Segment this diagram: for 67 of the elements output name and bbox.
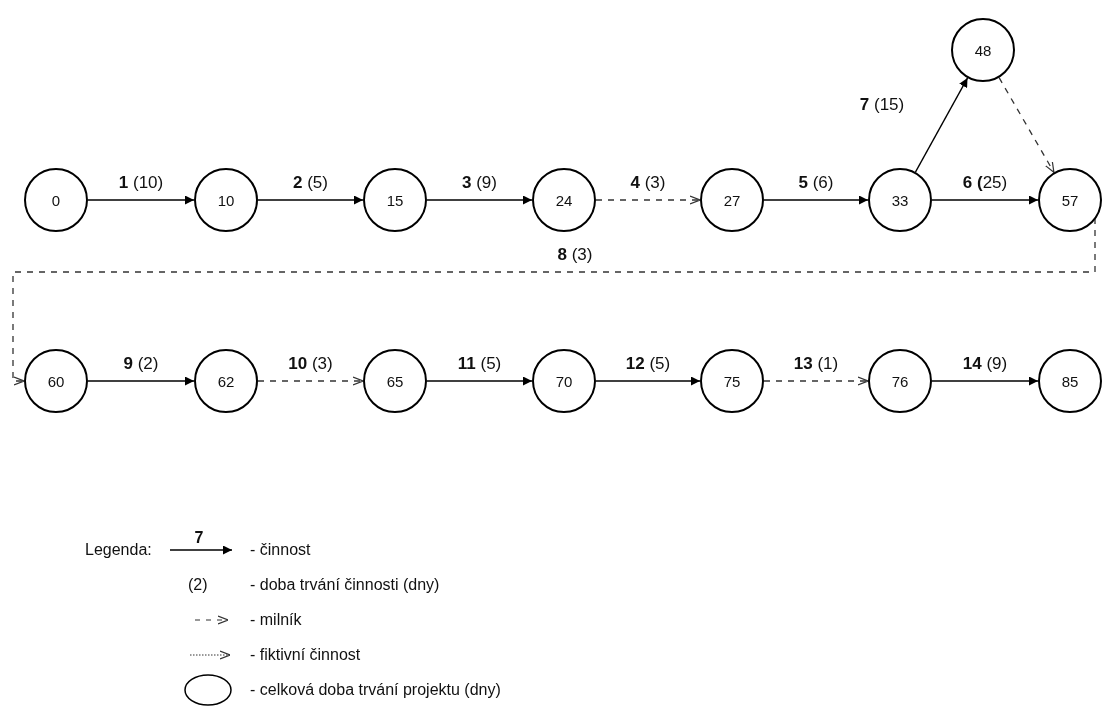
node-value: 24 xyxy=(555,191,573,209)
node-value: 15 xyxy=(386,191,404,209)
edge-label: 1 (10) xyxy=(118,173,164,193)
legend-text: - činnost xyxy=(250,541,311,559)
edge-label: 10 (3) xyxy=(288,354,333,374)
arrow xyxy=(763,195,869,205)
arrow xyxy=(595,195,701,205)
edge-label: 7 (15) xyxy=(859,95,905,115)
node-circle xyxy=(532,168,596,232)
node-value: 33 xyxy=(891,191,909,209)
edge-label: 5 (6) xyxy=(798,173,834,193)
edge-label: 3 (9) xyxy=(462,173,497,193)
node-value: 57 xyxy=(1061,191,1079,209)
arrow xyxy=(87,376,195,386)
node-circle xyxy=(868,168,932,232)
arrow xyxy=(426,195,533,205)
arrow xyxy=(12,217,1096,386)
node-value: 85 xyxy=(1061,372,1079,390)
node-value: 48 xyxy=(974,41,992,59)
node-circle xyxy=(1038,168,1102,232)
legend-text: - fiktivní činnost xyxy=(250,646,361,664)
legend-heading: Legenda: xyxy=(85,541,152,559)
node-circle xyxy=(194,349,258,413)
arrow xyxy=(426,376,533,386)
node-value: 75 xyxy=(723,372,741,390)
legend-text: - doba trvání činnosti (dny) xyxy=(250,576,440,594)
node-circle xyxy=(194,168,258,232)
arrow xyxy=(257,376,364,386)
arrow xyxy=(763,376,869,386)
node-value: 0 xyxy=(51,191,61,209)
arrow xyxy=(914,77,969,173)
node-circle xyxy=(532,349,596,413)
legend-text: - celková doba trvání projektu (dny) xyxy=(250,681,501,699)
node-circle xyxy=(868,349,932,413)
legend-text: - milník xyxy=(250,611,302,629)
node-value: 62 xyxy=(217,372,235,390)
legend-sample-label: (2) xyxy=(188,576,208,594)
node-circle xyxy=(363,349,427,413)
node-value: 27 xyxy=(723,191,741,209)
arrow xyxy=(87,195,195,205)
node-circle xyxy=(1038,349,1102,413)
edge-label: 13 (1) xyxy=(793,354,839,374)
edge-label: 6 (25) xyxy=(962,173,1008,193)
arrow xyxy=(931,376,1039,386)
arrow xyxy=(595,376,701,386)
edge-label: 9 (2) xyxy=(123,354,159,374)
node-circle xyxy=(24,349,88,413)
node-value: 70 xyxy=(555,372,573,390)
node-value: 65 xyxy=(386,372,404,390)
edge-label: 8 (3) xyxy=(557,245,593,265)
edge-label: 2 (5) xyxy=(293,173,328,193)
node-circle xyxy=(700,168,764,232)
arrow xyxy=(257,195,364,205)
node-circle xyxy=(363,168,427,232)
node-value: 60 xyxy=(47,372,65,390)
node-value: 10 xyxy=(217,191,235,209)
node-circle xyxy=(24,168,88,232)
edge-label: 14 (9) xyxy=(962,354,1008,374)
node-circle xyxy=(951,18,1015,82)
legend-sample-label: 7 xyxy=(194,529,204,547)
arrow xyxy=(931,195,1039,205)
node-value: 76 xyxy=(891,372,909,390)
edge-label: 12 (5) xyxy=(625,354,671,374)
edge-label: 4 (3) xyxy=(630,173,666,193)
node-circle xyxy=(700,349,764,413)
arrow xyxy=(998,77,1055,173)
edge-label: 11 (5) xyxy=(457,354,502,374)
